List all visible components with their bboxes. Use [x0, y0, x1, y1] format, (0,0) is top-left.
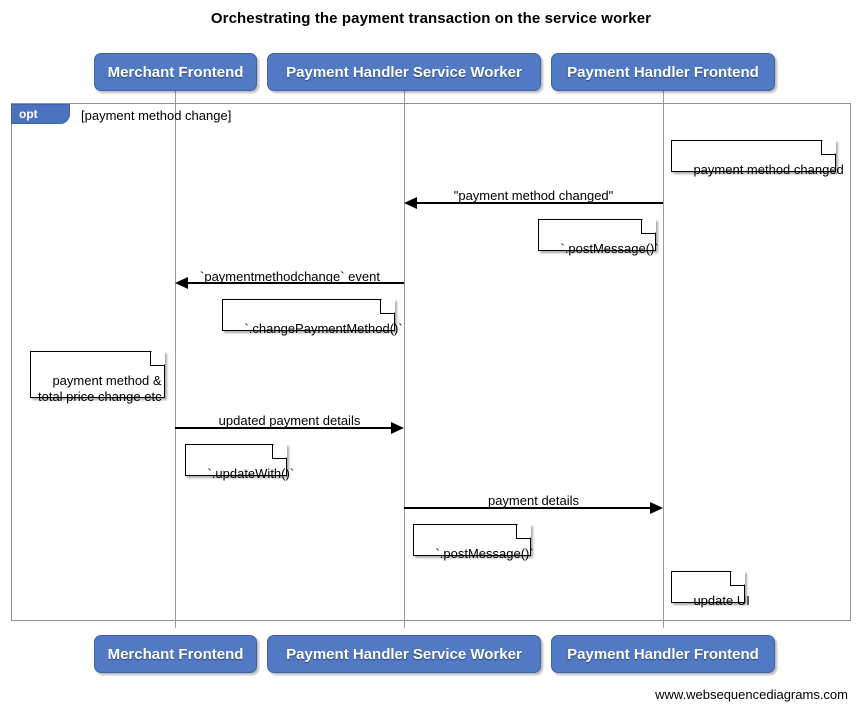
message-arrowhead-payment-method-changed [404, 197, 417, 209]
participant-merchant-frontend-top[interactable]: Merchant Frontend [94, 53, 257, 91]
message-line-payment-method-changed [406, 202, 663, 204]
participant-label: Merchant Frontend [107, 63, 244, 81]
message-line-payment-details [404, 507, 651, 509]
note-fold-icon [151, 351, 165, 365]
note-text: `.postMessage()` [435, 546, 534, 561]
fragment-opt-tab: opt [11, 104, 70, 124]
note-payment-method-changed: payment method changed [671, 140, 844, 177]
note-fold-icon [731, 571, 745, 585]
note-fold-edge-icon [821, 141, 835, 155]
participant-label: Payment Handler Service Worker [286, 63, 522, 81]
message-label-payment-details: payment details [487, 493, 580, 508]
message-arrowhead-payment-details [650, 502, 663, 514]
footer-credit: www.websequencediagrams.com [655, 687, 848, 702]
participant-label: Payment Handler Service Worker [286, 645, 522, 663]
message-label-updated-payment-details: updated payment details [218, 413, 361, 428]
participant-payment-handler-frontend-bottom[interactable]: Payment Handler Frontend [551, 635, 775, 673]
note-fold-edge-icon [150, 352, 164, 366]
page-title: Orchestrating the payment transaction on… [210, 10, 652, 27]
participant-label: Payment Handler Frontend [567, 63, 759, 81]
note-text: payment method changed [693, 162, 844, 177]
note-fold-icon [822, 140, 836, 154]
message-arrowhead-paymentmethodchange-event [175, 277, 188, 289]
participant-payment-handler-service-worker-bottom[interactable]: Payment Handler Service Worker [267, 635, 541, 673]
note-update-ui: update UI [671, 571, 750, 608]
note-fold-edge-icon [641, 220, 655, 234]
note-fold-edge-icon [516, 525, 530, 539]
fragment-opt-guard: [payment method change] [81, 108, 232, 123]
note-post-message-1: `.postMessage()` [538, 219, 659, 256]
note-fold-icon [517, 524, 531, 538]
lifeline-payment-handler-service-worker [404, 88, 405, 628]
message-line-paymentmethodchange-event [177, 282, 404, 284]
note-text: `.postMessage()` [560, 241, 659, 256]
message-line-updated-payment-details [175, 427, 392, 429]
note-fold-edge-icon [272, 445, 286, 459]
fragment-opt-frame [11, 103, 851, 621]
note-payment-method-total-price: payment method & total price change etc [30, 351, 165, 404]
participant-label: Merchant Frontend [107, 645, 244, 663]
fragment-opt-tab-label: opt [19, 107, 38, 121]
note-fold-icon [642, 219, 656, 233]
participant-payment-handler-service-worker-top[interactable]: Payment Handler Service Worker [267, 53, 541, 91]
participant-merchant-frontend-bottom[interactable]: Merchant Frontend [94, 635, 257, 673]
note-update-with: `.updateWith()` [185, 444, 294, 481]
note-fold-edge-icon [380, 300, 394, 314]
note-change-payment-method: `.changePaymentMethod()` [222, 299, 403, 336]
note-fold-icon [381, 299, 395, 313]
note-post-message-2: `.postMessage()` [413, 524, 534, 561]
message-label-payment-method-changed: "payment method changed" [453, 188, 614, 203]
note-text: payment method & total price change etc [38, 373, 162, 404]
note-fold-edge-icon [730, 572, 744, 586]
note-text: `.changePaymentMethod()` [244, 321, 403, 336]
note-text: update UI [693, 593, 750, 608]
note-text: `.updateWith()` [207, 466, 295, 481]
note-fold-icon [273, 444, 287, 458]
participant-payment-handler-frontend-top[interactable]: Payment Handler Frontend [551, 53, 775, 91]
message-arrowhead-updated-payment-details [391, 422, 404, 434]
lifeline-merchant-frontend [175, 88, 176, 628]
message-label-paymentmethodchange-event: `paymentmethodchange` event [200, 269, 380, 284]
participant-label: Payment Handler Frontend [567, 645, 759, 663]
lifeline-payment-handler-frontend [663, 88, 664, 628]
